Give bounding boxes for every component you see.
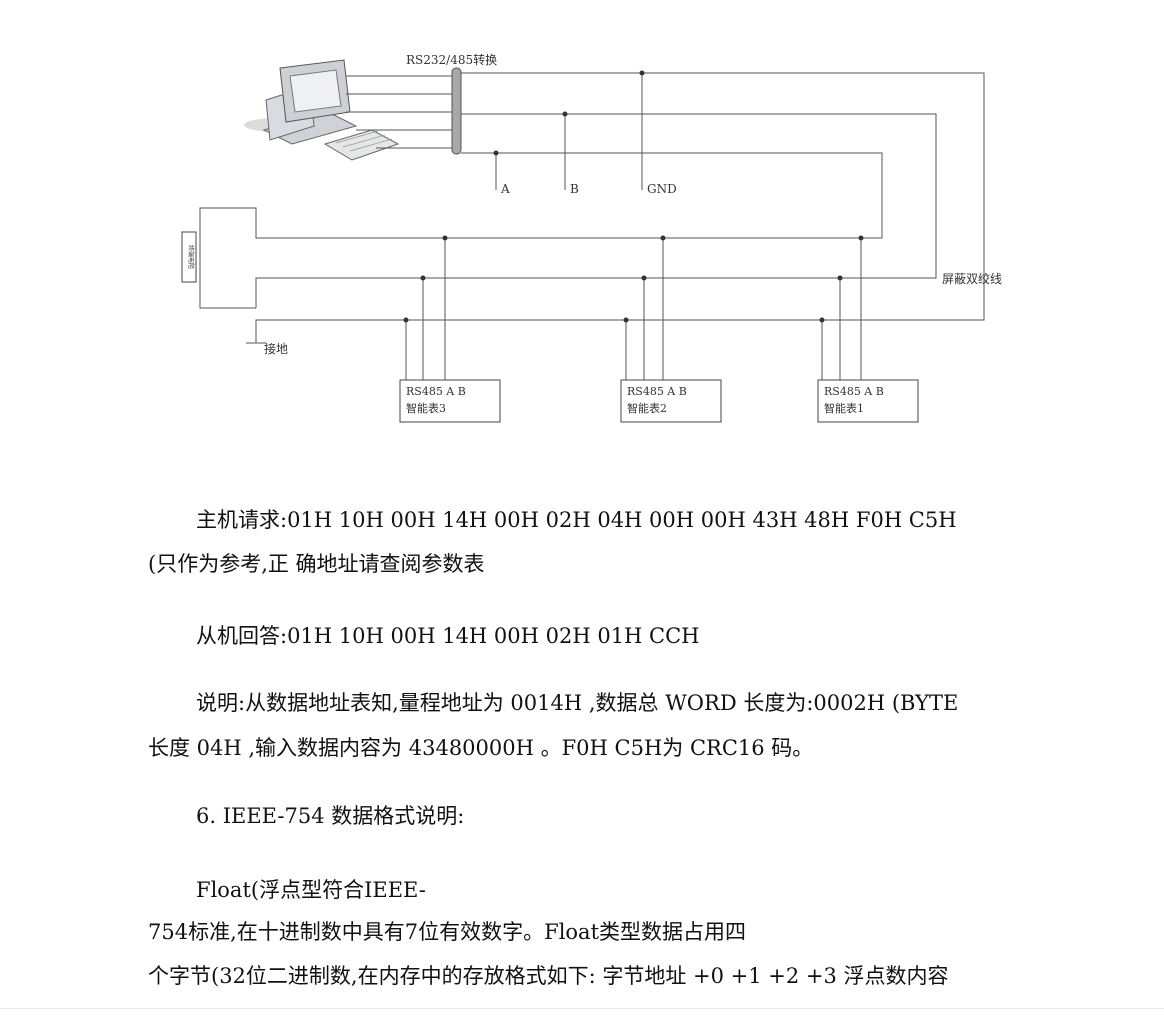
meter-3-top: RS485 A B — [406, 385, 466, 398]
ground-label: 接地 — [264, 341, 288, 356]
meter-1-top: RS485 A B — [824, 385, 884, 398]
meter-2-top: RS485 A B — [627, 385, 687, 398]
line-b-label: B — [570, 182, 579, 196]
line-a-label: A — [500, 182, 510, 196]
slave-response-line: 从机回答:01H 10H 00H 14H 00H 02H 01H CCH — [196, 624, 700, 648]
meter-2-bottom: 智能表2 — [627, 401, 667, 415]
float-line-3: 个字节(32位二进制数,在内存中的存放格式如下: 字节地址 +0 +1 +2 +… — [148, 964, 949, 988]
meter-3-bottom: 智能表3 — [406, 401, 446, 415]
terminal-resistor-label: 终端电阻 — [187, 245, 195, 269]
float-line-1: Float(浮点型符合IEEE- — [196, 878, 426, 902]
line-gnd-label: GND — [647, 182, 677, 196]
computer-icon — [244, 59, 400, 161]
terminal-resistor — [181, 231, 197, 283]
meter-2: RS485 A B 智能表2 — [620, 379, 722, 423]
converter-label: RS232/485转换 — [406, 52, 497, 67]
host-request-line: 主机请求:01H 10H 00H 14H 00H 02H 04H 00H 00H… — [196, 508, 957, 532]
meter-1: RS485 A B 智能表1 — [817, 379, 919, 423]
explanation-line-2: 长度 04H ,输入数据内容为 43480000H 。F0H C5H为 CRC1… — [148, 736, 814, 760]
section-heading: 6. IEEE-754 数据格式说明: — [196, 804, 465, 828]
explanation-line-1: 说明:从数据地址表知,量程地址为 0014H ,数据总 WORD 长度为:000… — [196, 691, 959, 715]
converter-bar — [451, 67, 462, 155]
shielded-pair-label: 屏蔽双绞线 — [942, 271, 1002, 286]
meter-1-bottom: 智能表1 — [824, 401, 864, 415]
page-bottom-rule — [0, 1008, 1164, 1009]
float-line-2: 754标准,在十进制数中具有7位有效数字。Float类型数据占用四 — [148, 920, 747, 944]
meter-3: RS485 A B 智能表3 — [399, 379, 501, 423]
reference-note: (只作为参考,正 确地址请查阅参数表 — [148, 552, 485, 576]
rs485-wiring-diagram: RS232/485转换 — [181, 52, 1002, 423]
